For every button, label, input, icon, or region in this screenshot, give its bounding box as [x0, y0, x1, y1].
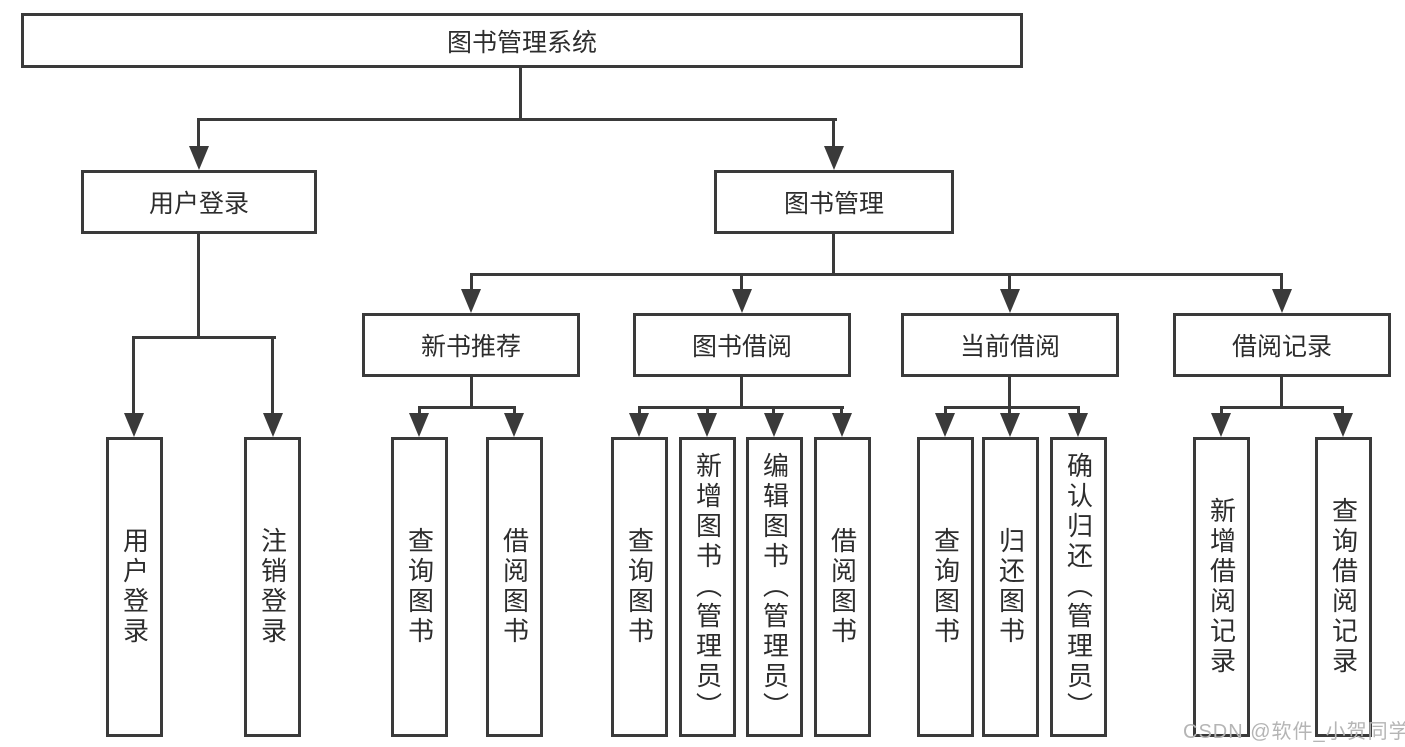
leaf-records-add-record: 新增借阅记录: [1193, 437, 1250, 737]
leaf-current-return-books-label: 归还图书: [995, 527, 1026, 647]
arrowhead: [409, 413, 429, 437]
arrowhead: [263, 413, 283, 437]
arrowhead: [1068, 413, 1088, 437]
leaf-borrow-query-books-label: 查询图书: [624, 527, 655, 647]
new-book-rec-box: 新书推荐: [362, 313, 580, 377]
line: [271, 336, 274, 416]
arrowhead: [1000, 413, 1020, 437]
line: [1220, 406, 1223, 416]
line: [1280, 377, 1283, 409]
arrowhead: [832, 413, 852, 437]
book-mgmt-box: 图书管理: [714, 170, 954, 234]
leaf-records-query-record: 查询借阅记录: [1315, 437, 1372, 737]
arrowhead: [1272, 289, 1292, 313]
arrowhead: [1333, 413, 1353, 437]
arrowhead: [629, 413, 649, 437]
leaf-borrow-add-books-admin: 新增图书（管理员）: [679, 437, 736, 737]
book-borrow-box: 图书借阅: [633, 313, 851, 377]
line: [1341, 406, 1344, 416]
current-borrow-box: 当前借阅: [901, 313, 1119, 377]
arrowhead: [824, 146, 844, 170]
arrowhead: [124, 413, 144, 437]
line: [772, 406, 775, 416]
line: [706, 406, 709, 416]
arrowhead: [764, 413, 784, 437]
arrowhead: [732, 289, 752, 313]
line: [1008, 406, 1011, 416]
arrowhead: [1000, 289, 1020, 313]
leaf-records-add-record-label: 新增借阅记录: [1206, 497, 1237, 677]
line: [418, 406, 516, 409]
leaf-current-confirm-return-admin-label: 确认归还（管理员）: [1063, 452, 1094, 722]
arrowhead: [935, 413, 955, 437]
line: [197, 234, 200, 339]
line: [1077, 406, 1080, 416]
leaf-newbook-query-books-label: 查询图书: [404, 527, 435, 647]
user-login-label: 用户登录: [148, 190, 249, 218]
arrowhead: [504, 413, 524, 437]
borrow-records-label: 借阅记录: [1231, 333, 1332, 361]
current-borrow-label: 当前借阅: [959, 333, 1060, 361]
arrowhead: [697, 413, 717, 437]
book-borrow-label: 图书借阅: [691, 333, 792, 361]
leaf-user-login-label: 用户登录: [119, 527, 150, 647]
book-mgmt-label: 图书管理: [783, 190, 884, 218]
line: [519, 68, 522, 121]
leaf-current-return-books: 归还图书: [982, 437, 1039, 737]
line: [944, 406, 947, 416]
leaf-borrow-add-books-admin-label: 新增图书（管理员）: [692, 452, 723, 722]
arrowhead: [461, 289, 481, 313]
line: [1008, 273, 1011, 292]
line: [132, 336, 276, 339]
leaf-newbook-borrow-books: 借阅图书: [486, 437, 543, 737]
user-login-box: 用户登录: [81, 170, 317, 234]
leaf-borrow-borrow-books: 借阅图书: [814, 437, 871, 737]
line: [832, 234, 835, 276]
line: [638, 406, 641, 416]
borrow-records-box: 借阅记录: [1173, 313, 1391, 377]
line: [740, 273, 743, 292]
leaf-logout-label: 注销登录: [257, 527, 288, 647]
line: [1220, 406, 1344, 409]
line: [197, 118, 200, 150]
line: [513, 406, 516, 416]
line: [470, 377, 473, 409]
line: [740, 377, 743, 409]
leaf-logout: 注销登录: [244, 437, 301, 737]
leaf-current-query-books-label: 查询图书: [930, 527, 961, 647]
root-label: 图书管理系统: [446, 28, 597, 57]
leaf-user-login: 用户登录: [106, 437, 163, 737]
line: [832, 118, 835, 150]
line: [418, 406, 421, 416]
line: [132, 336, 135, 416]
line: [638, 406, 844, 409]
csdn-watermark: CSDN @软件_小贺同学: [1183, 721, 1405, 743]
leaf-borrow-query-books: 查询图书: [611, 437, 668, 737]
leaf-borrow-edit-books-admin: 编辑图书（管理员）: [746, 437, 803, 737]
leaf-current-confirm-return-admin: 确认归还（管理员）: [1050, 437, 1107, 737]
line: [470, 273, 1283, 276]
line: [1280, 273, 1283, 292]
leaf-newbook-borrow-books-label: 借阅图书: [499, 527, 530, 647]
leaf-borrow-edit-books-admin-label: 编辑图书（管理员）: [759, 452, 790, 722]
line: [840, 406, 843, 416]
arrowhead: [189, 146, 209, 170]
line: [198, 118, 837, 121]
line: [1008, 377, 1011, 409]
leaf-records-query-record-label: 查询借阅记录: [1328, 497, 1359, 677]
line: [470, 273, 473, 292]
leaf-borrow-borrow-books-label: 借阅图书: [827, 527, 858, 647]
root-box: 图书管理系统: [21, 13, 1023, 68]
new-book-rec-label: 新书推荐: [420, 333, 521, 361]
line: [944, 406, 1080, 409]
leaf-current-query-books: 查询图书: [917, 437, 974, 737]
arrowhead: [1211, 413, 1231, 437]
leaf-newbook-query-books: 查询图书: [391, 437, 448, 737]
